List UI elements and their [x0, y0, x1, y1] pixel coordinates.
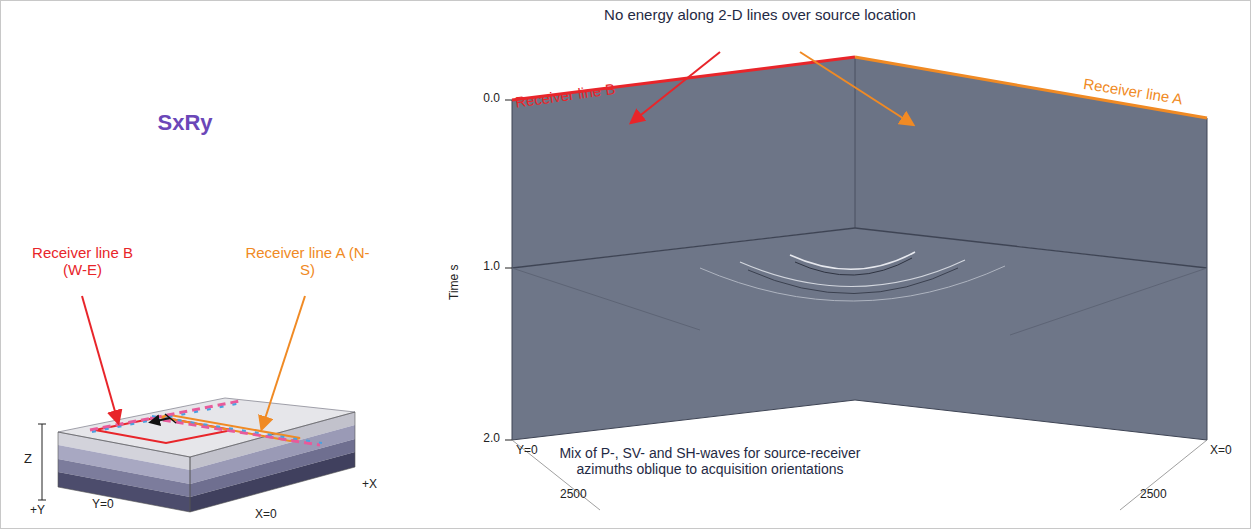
seismic-volume	[505, 57, 1207, 510]
annotation: No energy along 2-D lines over source lo…	[600, 6, 920, 23]
panel-title: SxRy	[140, 110, 230, 135]
axis-label: Y=0	[92, 498, 132, 512]
axis-label: Y=0	[516, 444, 556, 458]
axis-label: X=0	[255, 508, 295, 522]
axis-label: X=0	[1210, 444, 1246, 458]
leader-line	[262, 296, 305, 428]
leader-line	[800, 52, 912, 124]
axis-label: 2500	[1140, 488, 1180, 502]
axis-label: Z	[20, 452, 36, 467]
leader-line	[632, 52, 720, 122]
receiver-label: Receiver line A (N-S)	[245, 244, 370, 279]
layered-block	[38, 398, 355, 512]
axis-title: Time s	[448, 240, 462, 300]
axis-label: +X	[362, 478, 388, 492]
axis-label: 2500	[560, 488, 600, 502]
tick-label: 0.0	[470, 92, 500, 106]
leader-line	[82, 296, 118, 422]
tick-label: 1.0	[470, 260, 500, 274]
receiver-label: Receiver line B (W-E)	[20, 244, 145, 279]
tick-label: 2.0	[470, 432, 500, 446]
annotation: Mix of P-, SV- and SH-waves for source-r…	[545, 445, 875, 477]
axis-label: +Y	[30, 504, 56, 518]
